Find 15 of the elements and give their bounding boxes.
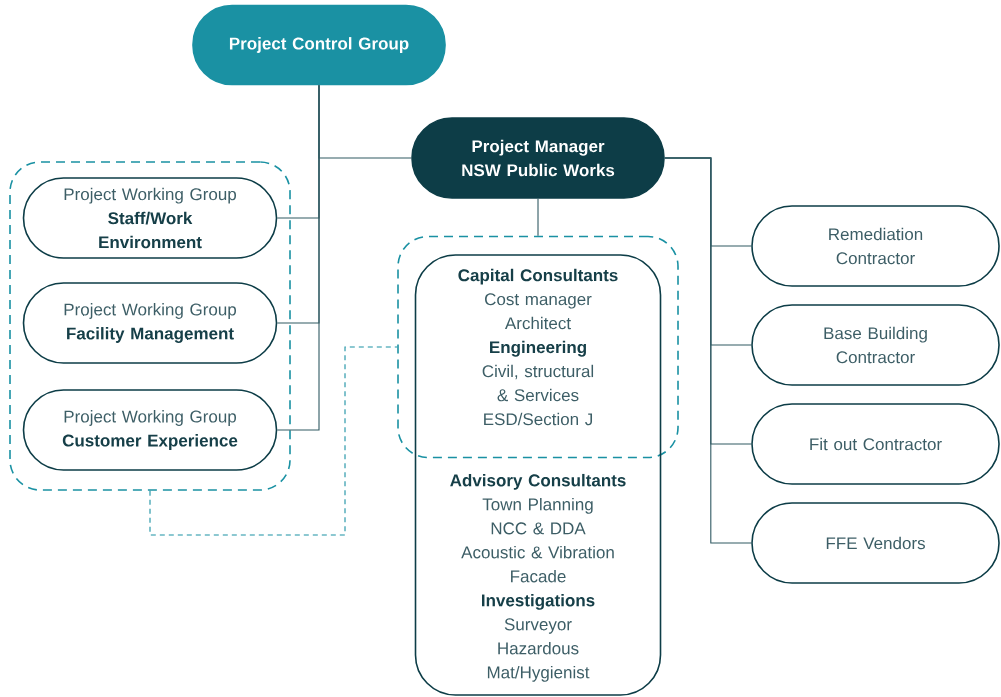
contractor-box: Base Building Contractor xyxy=(751,304,1000,386)
contractor-box: Remediation Contractor xyxy=(751,205,1000,287)
group-box: Project Working Group Facility Management xyxy=(22,282,278,364)
vendor-box: FFE Vendors xyxy=(751,502,1000,584)
manager-box: Project Manager NSW Public Works xyxy=(411,117,665,199)
dashed-connector xyxy=(149,346,398,536)
connector-line xyxy=(537,198,539,237)
contractor-box: Fit out Contractor xyxy=(751,403,1000,485)
dashed-group-frame: Capital Consultants Cost manager Architect Engineering Civil, structural & Services ESD/Section J xyxy=(397,235,679,459)
connector-line xyxy=(664,157,752,544)
connector-line xyxy=(276,84,320,431)
group-box: Project Working Group Customer Experience xyxy=(22,389,278,471)
group-box: Project Working Group Staff/Work Environment xyxy=(22,177,278,259)
group-box: Project Control Group xyxy=(192,4,446,86)
dashed-group-frame xyxy=(9,161,291,491)
